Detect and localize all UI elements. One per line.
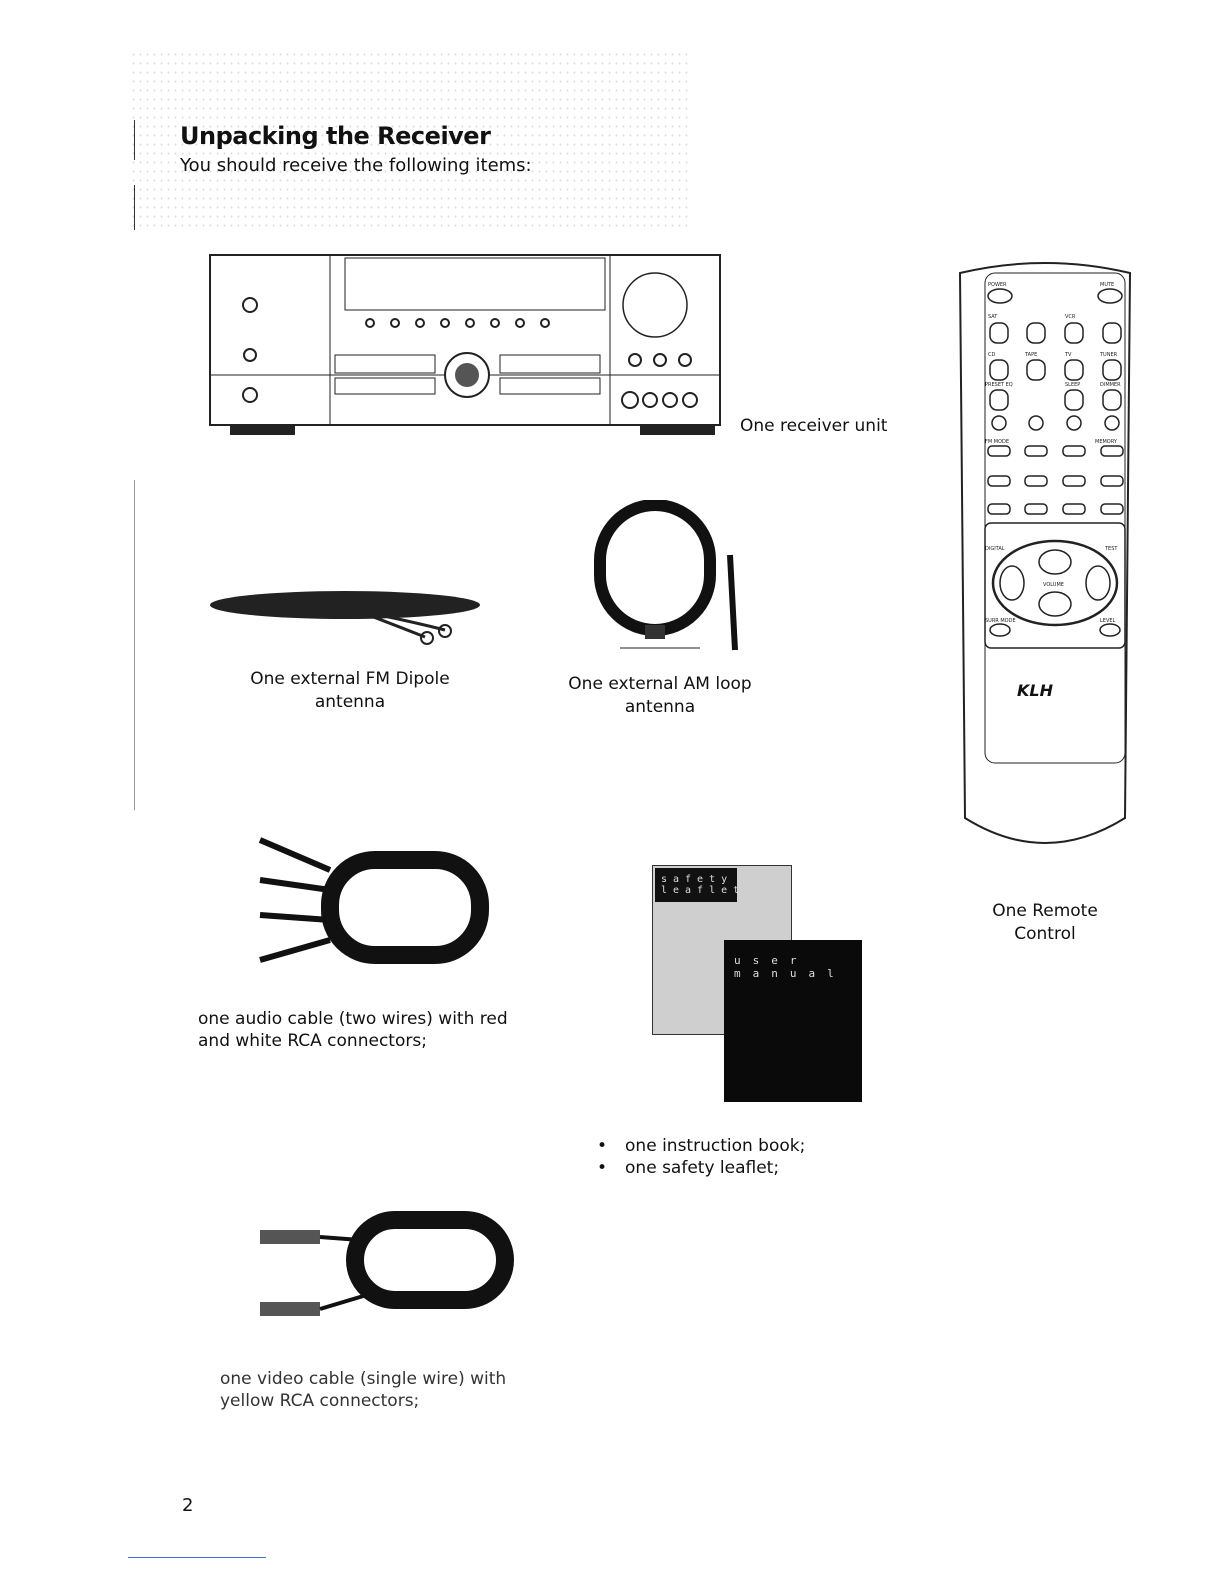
page-subtitle: You should receive the following items:	[180, 155, 532, 176]
am-loop-antenna-illustration	[594, 500, 738, 651]
remote-label: TEST	[1104, 546, 1118, 552]
page-title: Unpacking the Receiver	[180, 122, 491, 150]
list-item: one safety leaflet;	[597, 1157, 805, 1179]
remote-label: FM MODE	[985, 439, 1009, 445]
remote-control-illustration: POWER MUTE SAT VCR CD TAPE TV TUNER PRES…	[958, 262, 1132, 844]
remote-label: DIMMER	[1100, 382, 1121, 388]
remote-label: CD	[988, 352, 995, 358]
remote-label: TUNER	[1099, 352, 1118, 358]
page-number: 2	[182, 1495, 194, 1516]
remote-label: TV	[1064, 352, 1072, 358]
caption-line: One external AM loop	[568, 674, 752, 694]
caption-line: antenna	[624, 697, 696, 717]
remote-label: VOLUME	[1043, 582, 1064, 588]
remote-label: SLEEP	[1065, 382, 1080, 388]
remote-label: LEVEL	[1100, 618, 1116, 624]
caption-line: Control	[1014, 924, 1076, 944]
caption-line: One external FM Dipole	[250, 669, 450, 689]
scan-margin-line	[134, 480, 135, 810]
remote-label: TAPE	[1024, 352, 1037, 358]
receiver-illustration	[209, 254, 721, 435]
remote-label-power: POWER	[988, 282, 1007, 288]
remote-label: DIGITAL	[985, 546, 1005, 552]
remote-label: MEMORY	[1095, 439, 1118, 445]
scan-margin-line	[134, 185, 135, 230]
list-item: one instruction book;	[597, 1135, 805, 1157]
footer-rule	[128, 1557, 266, 1558]
video-cable-illustration	[260, 1211, 514, 1316]
remote-label-mute: MUTE	[1100, 282, 1114, 288]
remote-label: SURR MODE	[985, 618, 1016, 624]
books-list: one instruction book; one safety leaflet…	[597, 1135, 805, 1179]
remote-label: PRESET EQ	[985, 382, 1013, 388]
caption-line: yellow RCA connectors;	[220, 1391, 420, 1411]
receiver-caption: One receiver unit	[740, 416, 888, 436]
caption-line: One Remote	[992, 901, 1098, 921]
safety-leaflet-cover-text: safety leaflet	[655, 868, 739, 902]
caption-line: one video cable (single wire) with	[220, 1369, 507, 1389]
remote-label: SAT	[988, 314, 998, 320]
scan-noise	[130, 50, 690, 230]
remote-caption: One Remote Control	[970, 900, 1120, 946]
video-cable-caption: one video cable (single wire) with yello…	[220, 1368, 506, 1412]
caption-line: one audio cable (two wires) with red	[198, 1009, 508, 1029]
fm-antenna-caption: One external FM Dipole antenna	[230, 668, 470, 714]
user-manual-cover-text: user manual	[734, 954, 846, 980]
caption-line: and white RCA connectors;	[198, 1031, 427, 1051]
fm-antenna-illustration	[210, 591, 480, 645]
am-antenna-caption: One external AM loop antenna	[545, 673, 775, 719]
scan-margin-line	[134, 120, 135, 160]
remote-brand-logo: KLH	[1017, 681, 1054, 700]
audio-cable-illustration	[258, 837, 489, 964]
remote-label: VCR	[1065, 314, 1076, 320]
caption-line: antenna	[314, 692, 386, 712]
user-manual-illustration: user manual	[724, 940, 862, 1102]
audio-cable-caption: one audio cable (two wires) with red and…	[198, 1008, 508, 1052]
